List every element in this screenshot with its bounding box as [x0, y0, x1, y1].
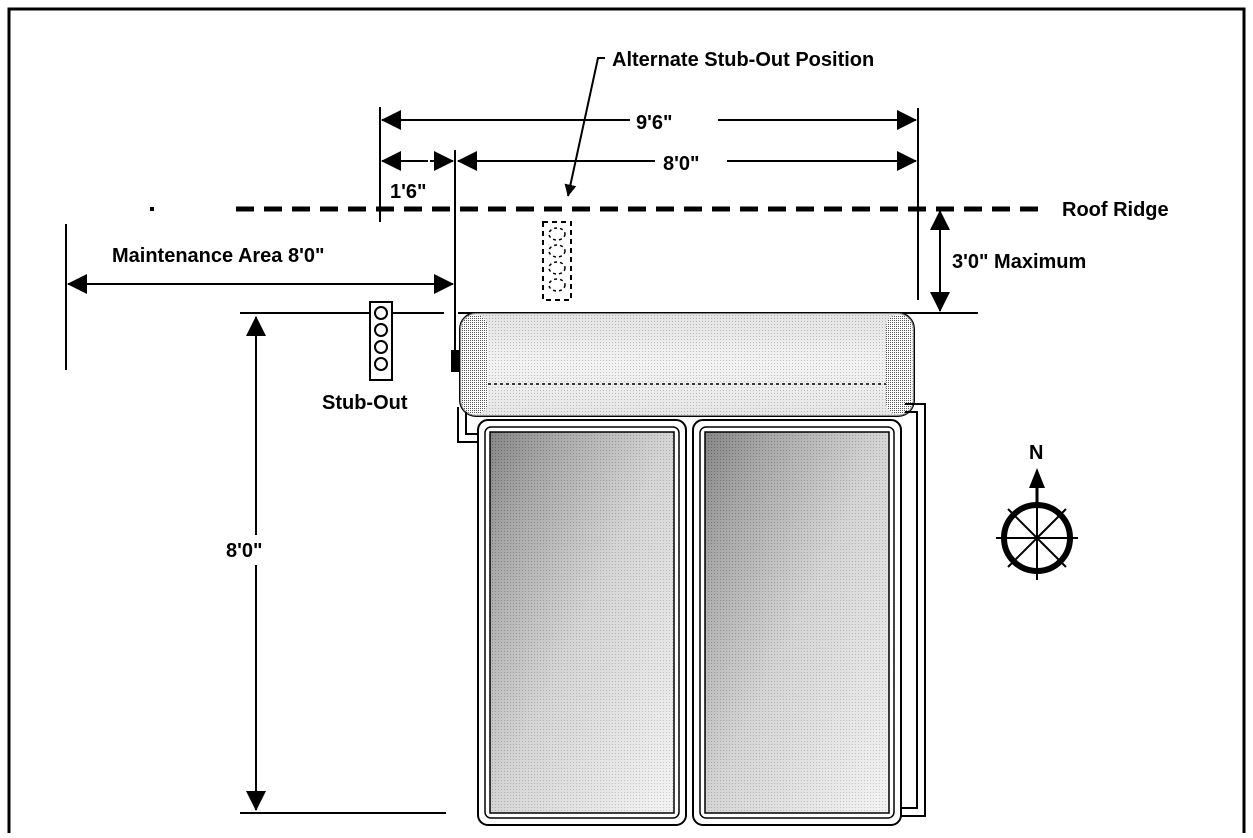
dim-9-6-label: 9'6" — [636, 112, 672, 134]
collector-panel-right — [692, 419, 902, 826]
stub-out-label: Stub-Out — [322, 392, 408, 414]
dim-3-0-max-label: 3'0" Maximum — [952, 251, 1086, 273]
alternate-stub-out-label: Alternate Stub-Out Position — [612, 49, 874, 71]
dim-8-0-left-bg — [222, 535, 290, 565]
ridge-dot — [150, 207, 154, 211]
dim-8-0-top-label: 8'0" — [663, 153, 699, 175]
dim-1-6-label: 1'6" — [390, 181, 426, 203]
dim-8-0-left-label: 8'0" — [226, 540, 262, 562]
diagram-frame — [7, 7, 1246, 838]
storage-tank — [451, 312, 915, 417]
collector-panel-left — [477, 419, 687, 826]
roof-ridge-label: Roof Ridge — [1062, 199, 1169, 221]
stub-out-block — [369, 301, 393, 381]
north-label: N — [1029, 442, 1043, 464]
compass-icon: N — [996, 442, 1078, 580]
alternate-stub-out-arrow — [564, 57, 605, 197]
alternate-stub-out-block — [542, 221, 572, 301]
maintenance-area-label: Maintenance Area 8'0" — [112, 245, 324, 267]
collector-piping — [457, 403, 926, 817]
